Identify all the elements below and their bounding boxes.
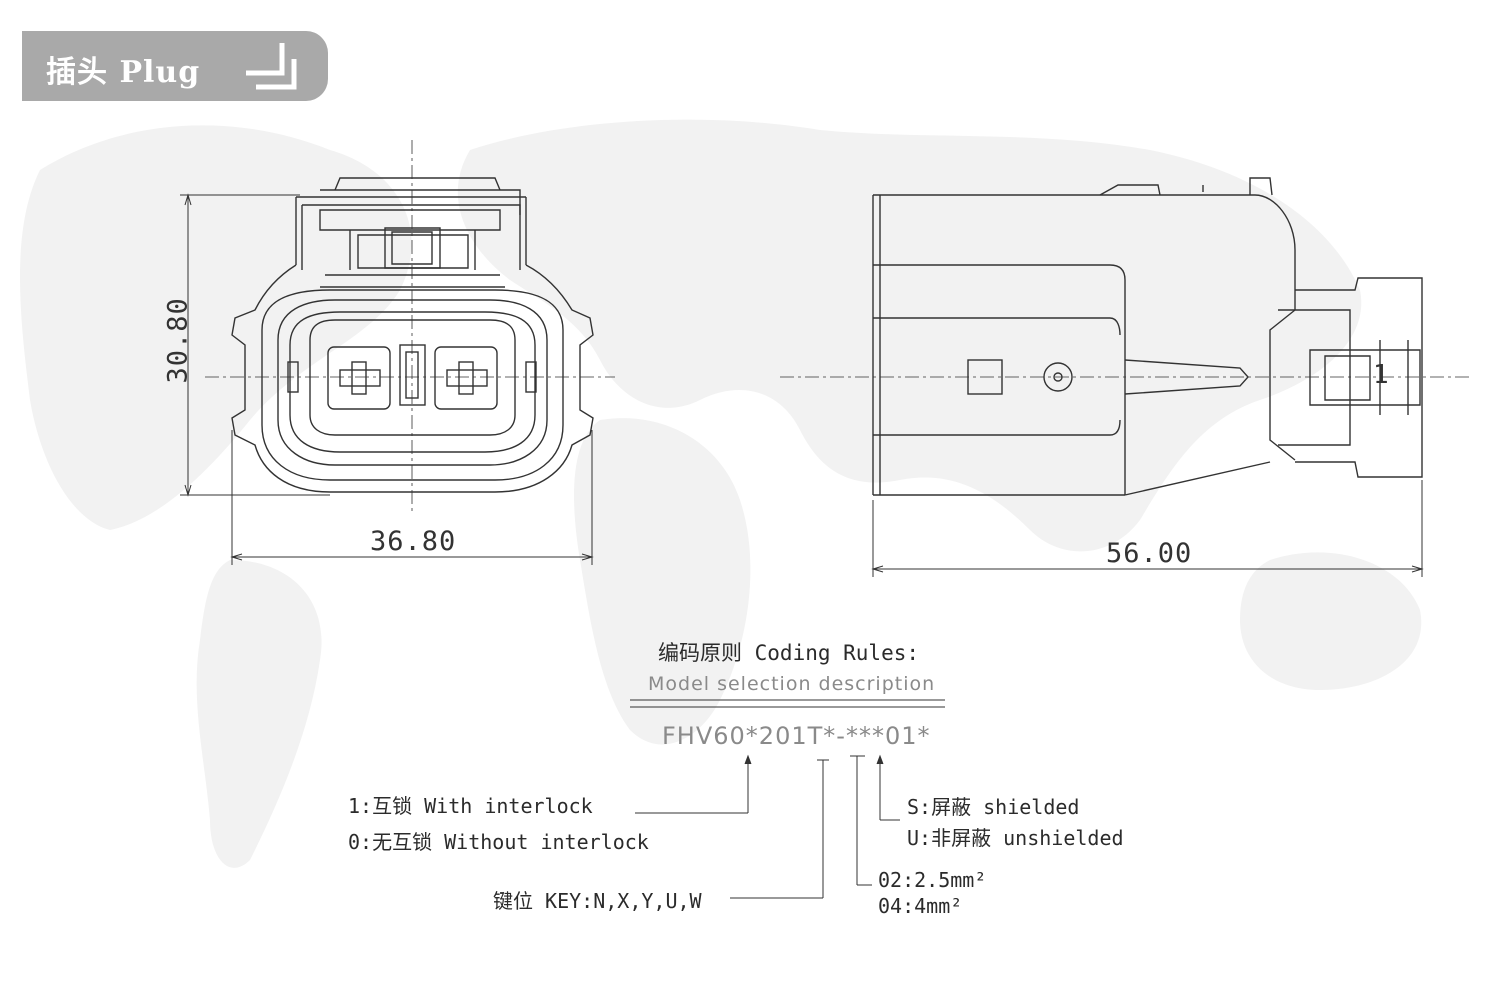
side-dimensions: [871, 480, 1424, 577]
pin-number: 1: [1373, 360, 1390, 390]
front-view: [205, 140, 615, 515]
interlock-option-1: 1:互锁 With interlock: [348, 794, 593, 818]
dim-height: 30.80: [162, 297, 194, 384]
header-title: 插头 Plug: [46, 55, 201, 90]
side-view: [780, 177, 1470, 496]
model-code: FHV60*201T*-***01*: [662, 722, 931, 750]
header-tab: 插头 Plug: [22, 31, 328, 101]
dim-length-side: 56.00: [1106, 538, 1193, 569]
coding-leaders: [630, 699, 945, 899]
front-dimensions: [180, 193, 594, 565]
shield-option-u: U:非屏蔽 unshielded: [907, 826, 1124, 850]
key-options: 键位 KEY:N,X,Y,U,W: [493, 889, 702, 913]
corner-arrows-icon: [246, 43, 297, 90]
coding-rules-title: 编码原则 Coding Rules:: [658, 641, 920, 665]
wire-option-02: 02:2.5mm²: [878, 868, 987, 892]
wire-option-04: 04:4mm²: [878, 894, 963, 918]
shield-option-s: S:屏蔽 shielded: [907, 795, 1080, 819]
coding-rules-subtitle: Model selection description: [648, 673, 936, 695]
dim-width-front: 36.80: [370, 526, 457, 557]
interlock-option-0: 0:无互锁 Without interlock: [348, 830, 649, 854]
